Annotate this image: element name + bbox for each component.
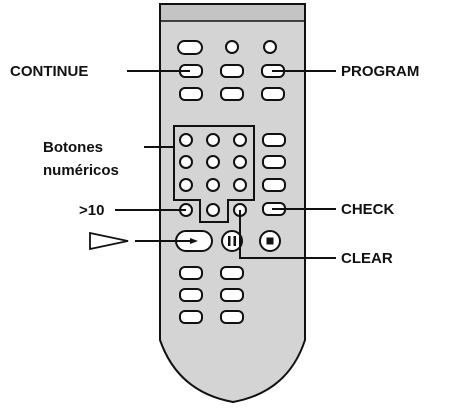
numeric-button-1[interactable]: [179, 133, 193, 147]
numeric-button-4[interactable]: [179, 155, 193, 169]
side-button-2[interactable]: [262, 155, 286, 169]
check-label: CHECK: [341, 201, 395, 218]
lower-button-4[interactable]: [220, 288, 244, 302]
numeric-keypad-outline: [173, 125, 255, 223]
clear-label: CLEAR: [341, 250, 393, 267]
shuffle-button[interactable]: [220, 64, 244, 78]
numeric-button-2[interactable]: [206, 133, 220, 147]
stop-icon: [266, 237, 274, 245]
side-button-1[interactable]: [262, 133, 286, 147]
pause-icon-bar-left: [228, 236, 231, 246]
greater-than-10-label: >10: [79, 202, 104, 219]
numeric-button-7[interactable]: [179, 178, 193, 192]
lower-button-6[interactable]: [220, 310, 244, 324]
top-round-button-1[interactable]: [225, 40, 239, 54]
play-button-symbol: [190, 238, 198, 244]
top-round-button-2[interactable]: [263, 40, 277, 54]
row3-button-middle[interactable]: [220, 87, 244, 101]
numeric-button-9[interactable]: [233, 178, 247, 192]
continue-label: CONTINUE: [10, 63, 88, 80]
side-button-3[interactable]: [262, 178, 286, 192]
pause-button[interactable]: [221, 230, 243, 252]
numeric-button-5[interactable]: [206, 155, 220, 169]
remote-top-band: [161, 5, 304, 21]
play-outline-triangle-icon: [89, 231, 129, 251]
numeric-buttons-label-line2: numéricos: [43, 162, 119, 179]
lower-button-2[interactable]: [220, 266, 244, 280]
numeric-button-0[interactable]: [206, 203, 220, 217]
row3-button-left[interactable]: [179, 87, 203, 101]
numeric-button-3[interactable]: [233, 133, 247, 147]
lower-button-3[interactable]: [179, 288, 203, 302]
remote-body: [159, 3, 306, 404]
numeric-button-8[interactable]: [206, 178, 220, 192]
numeric-button-6[interactable]: [233, 155, 247, 169]
row3-button-right[interactable]: [261, 87, 285, 101]
power-button[interactable]: [177, 40, 203, 55]
clear-leader-line: [239, 210, 336, 259]
program-label: PROGRAM: [341, 63, 419, 80]
numeric-buttons-label-line1: Botones: [43, 139, 103, 156]
lower-button-1[interactable]: [179, 266, 203, 280]
lower-button-5[interactable]: [179, 310, 203, 324]
pause-icon-bar-right: [233, 236, 236, 246]
